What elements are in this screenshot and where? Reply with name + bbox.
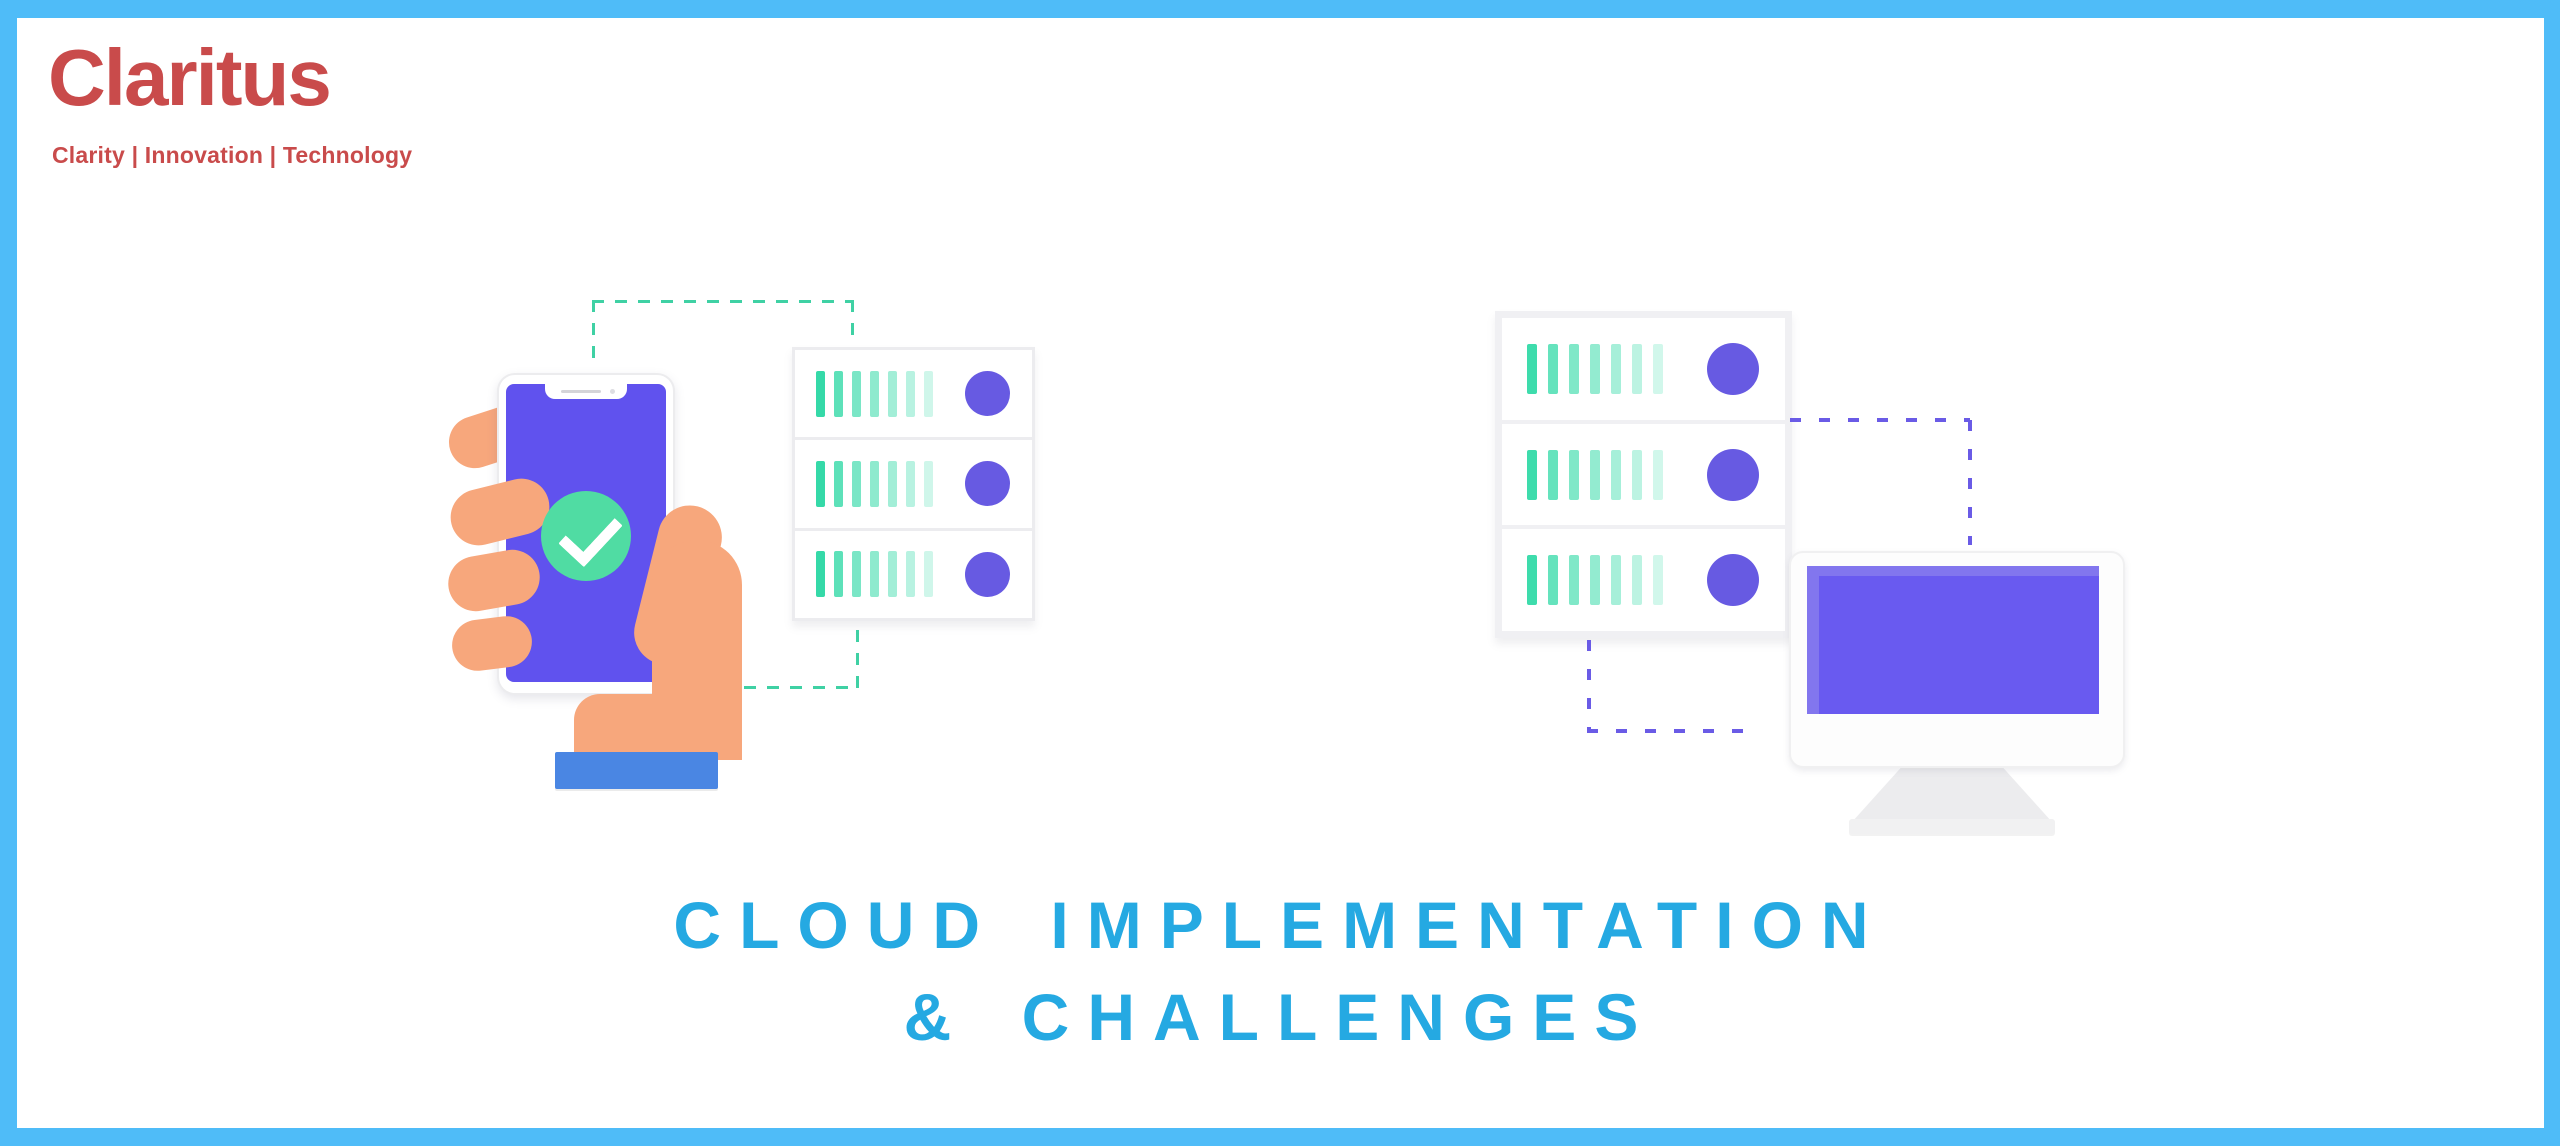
brand-tagline: Clarity | Innovation | Technology [52,142,413,168]
server-activity-bars [1527,449,1663,500]
server-row [795,440,1032,528]
server-led [965,461,1010,507]
monitor-screen [1819,576,2099,714]
server-led [1707,554,1759,607]
connector-teal-bottom-vertical [856,630,859,688]
connector-purple-bottom-vertical [1587,640,1591,732]
server-row [795,530,1032,618]
checkmark-glyph [558,501,623,568]
sleeve-cuff [555,752,718,789]
server-rack-right [1495,311,1792,638]
connector-purple-top-horizontal [1790,418,1970,422]
server-row [1502,529,1785,632]
server-led [965,371,1010,417]
connector-purple-top-vertical [1968,420,1972,545]
banner-title-line1: CLOUD IMPLEMENTATION [673,888,1887,962]
server-activity-bars [1527,555,1663,606]
monitor-base [1849,819,2055,834]
connector-teal-top-right-vertical [851,300,854,338]
server-led [1707,342,1759,395]
banner-title-line2: & CHALLENGES [903,980,1657,1054]
server-row [1502,318,1785,420]
connector-purple-bottom-horizontal [1587,729,1752,733]
checkmark-icon [541,491,631,581]
server-activity-bars [816,370,933,417]
server-led [1707,448,1759,501]
server-activity-bars [816,460,933,507]
connector-teal-top-horizontal [592,300,854,303]
server-rack-left [792,347,1035,621]
phone-camera-dot [610,389,615,394]
banner-title: CLOUD IMPLEMENTATION & CHALLENGES [0,892,2560,1050]
server-activity-bars [1527,343,1663,394]
phone-notch [545,384,627,399]
server-row [1502,423,1785,526]
phone-speaker [561,390,601,393]
server-row [795,350,1032,438]
server-activity-bars [816,551,933,598]
monitor-body [1789,551,2125,768]
wrist [574,694,742,758]
connector-teal-top-left-vertical [592,300,595,362]
connector-teal-bottom-horizontal [744,686,858,689]
server-led [965,551,1010,597]
brand-name: Claritus [48,33,332,122]
